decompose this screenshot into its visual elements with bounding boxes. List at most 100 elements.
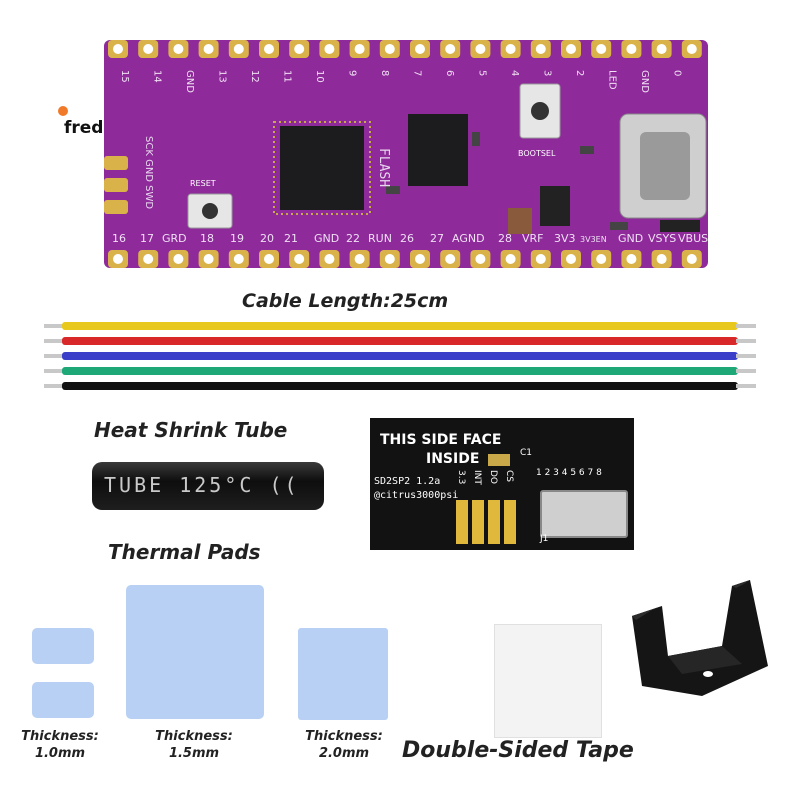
pin-hole xyxy=(596,44,607,54)
double-sided-tape xyxy=(494,624,602,738)
top-pin-label: 11 xyxy=(282,70,293,83)
sd-connector xyxy=(540,490,628,538)
bottom-pin-label: 19 xyxy=(230,232,244,245)
wire xyxy=(62,352,738,360)
top-pin-label: 0 xyxy=(672,70,683,76)
bottom-pin-label: GND xyxy=(618,232,643,245)
adapter-line2: INSIDE xyxy=(426,451,480,467)
pin-hole xyxy=(626,44,637,54)
pin-hole xyxy=(173,44,184,54)
pin-hole xyxy=(445,44,456,54)
pin-hole xyxy=(324,44,335,54)
pin-hole xyxy=(686,254,697,264)
pin-hole xyxy=(656,254,667,264)
adapter-pin-numbers: 1 2 3 4 5 6 7 8 xyxy=(536,468,602,478)
top-pin-label: 7 xyxy=(412,70,423,76)
cable-length-title: Cable Length:25cm xyxy=(242,290,449,312)
top-pin-label: 2 xyxy=(574,70,585,76)
debug-pad xyxy=(104,178,128,192)
heat-shrink-tube: TUBE 125°C (( xyxy=(92,462,324,510)
wire-tip xyxy=(44,384,64,388)
bottom-pin-label: VRF xyxy=(522,232,544,245)
pin-hole xyxy=(264,254,274,264)
top-pin-row xyxy=(108,40,702,58)
pin-hole xyxy=(203,254,214,264)
bottom-pin-label: AGND xyxy=(452,232,485,245)
bottom-pin-label: 3V3 xyxy=(554,232,576,245)
top-pin-label: 15 xyxy=(119,70,130,83)
adapter-j1: J1 xyxy=(540,534,549,544)
adapter-credit: @citrus3000psi xyxy=(374,490,459,501)
capacitor-c1 xyxy=(488,454,510,466)
pin-hole xyxy=(475,44,486,54)
thermal-pad-1mm-b xyxy=(32,682,94,718)
wire-tip xyxy=(44,339,64,343)
flash-label: FLASH xyxy=(376,148,391,187)
pin-hole xyxy=(596,254,607,264)
wire-tip xyxy=(44,369,64,373)
watermark-flower-icon xyxy=(58,106,68,116)
pin-hole xyxy=(656,44,667,54)
thickness-label-3: Thickness:2.0mm xyxy=(305,729,383,761)
pin-hole xyxy=(686,44,697,54)
pin-hole xyxy=(113,254,123,264)
wire-tip xyxy=(736,354,756,358)
bottom-pin-label: 17 xyxy=(140,232,154,245)
pin-hole xyxy=(143,44,154,54)
bootsel-label: BOOTSEL xyxy=(518,149,556,158)
thickness-label-2: Thickness:1.5mm xyxy=(155,729,233,761)
bottom-pin-label: VSYS xyxy=(648,232,676,245)
pin-hole xyxy=(535,44,546,54)
wire xyxy=(62,337,738,345)
pin-hole xyxy=(203,44,214,54)
flash-chip xyxy=(408,114,468,186)
wire-tip xyxy=(44,324,64,328)
top-pin-label: 5 xyxy=(477,70,488,76)
wire-tip xyxy=(736,384,756,388)
bottom-pin-label: 20 xyxy=(260,232,274,245)
pin-hole xyxy=(384,254,395,264)
top-pin-label: 10 xyxy=(314,70,325,83)
top-pin-label: 8 xyxy=(379,70,390,76)
bottom-pin-label: 27 xyxy=(430,232,444,245)
gold-fingers xyxy=(456,500,520,544)
top-pin-label: 9 xyxy=(347,70,358,76)
pin-hole xyxy=(354,44,365,54)
bottom-pin-label: RUN xyxy=(368,232,392,245)
cable-wires xyxy=(44,322,756,390)
adapter-pin-labels: 3.3 INT DO CS xyxy=(456,470,514,485)
reset-label: RESET xyxy=(190,179,216,188)
bottom-pin-label: 16 xyxy=(112,232,126,245)
wire xyxy=(62,382,738,390)
bottom-pin-row xyxy=(108,250,702,268)
thermal-pad-1mm-a xyxy=(32,628,94,664)
bottom-pin-label: 3V3EN xyxy=(580,235,607,244)
tube-print: TUBE 125°C (( xyxy=(104,473,300,497)
pin-hole xyxy=(264,44,274,54)
bottom-pin-label: 18 xyxy=(200,232,214,245)
top-pin-label: 6 xyxy=(444,70,455,76)
pin-hole xyxy=(173,254,184,264)
heat-shrink-title: Heat Shrink Tube xyxy=(94,418,288,442)
wire xyxy=(62,367,738,375)
pin-hole xyxy=(324,254,335,264)
bottom-pin-label: VBUS xyxy=(678,232,708,245)
pin-hole xyxy=(626,254,637,264)
wire-tip xyxy=(736,324,756,328)
debug-pad xyxy=(104,156,128,170)
pin-hole xyxy=(233,44,244,54)
adapter-model: SD2SP2 1.2a xyxy=(374,476,441,487)
top-pin-label: GND xyxy=(184,70,195,93)
top-pin-label: 14 xyxy=(152,70,163,83)
pin-hole xyxy=(143,254,154,264)
bottom-pin-label: 21 xyxy=(284,232,298,245)
top-pin-label: LED xyxy=(607,70,618,90)
adapter-line1: THIS SIDE FACE xyxy=(380,432,502,448)
black-stand xyxy=(632,580,768,696)
pin-hole xyxy=(566,254,576,264)
thermal-pad-1-5mm xyxy=(126,585,264,719)
bottom-pin-label: 28 xyxy=(498,232,512,245)
